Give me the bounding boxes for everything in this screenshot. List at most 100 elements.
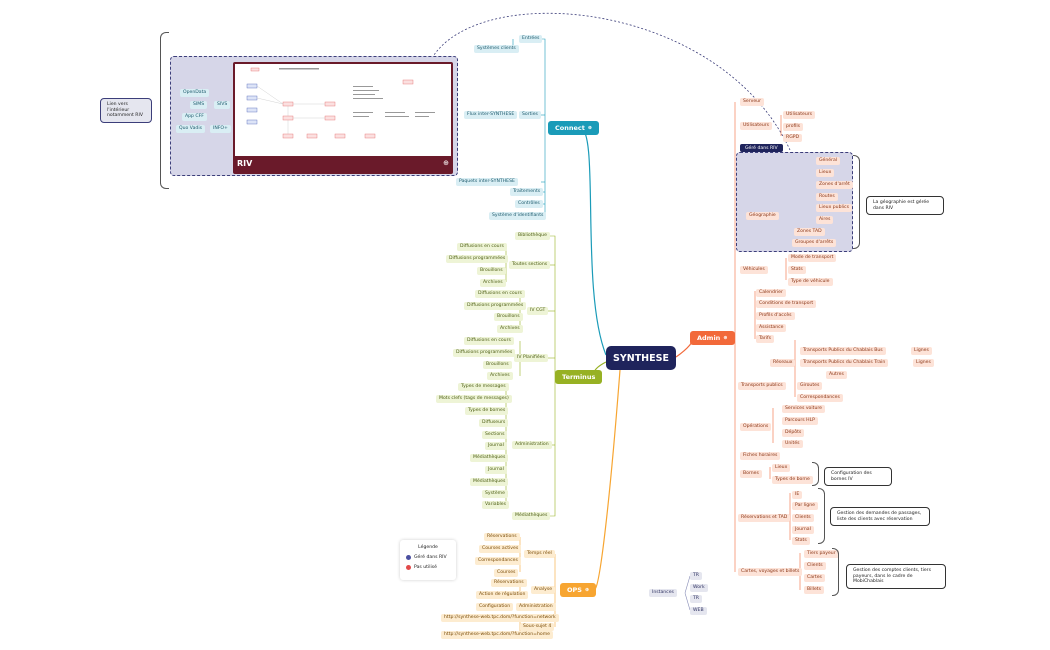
- node-t-6[interactable]: Diffusions en cours: [475, 290, 525, 298]
- node-a-11[interactable]: Aires: [816, 216, 834, 224]
- node-analyse[interactable]: Analyse: [531, 586, 556, 594]
- node-a-18[interactable]: Calendrier: [756, 289, 786, 297]
- node-i-2[interactable]: TR: [690, 595, 702, 603]
- node-o-7[interactable]: Action de régulation: [476, 591, 529, 599]
- node-o-8[interactable]: Configuration: [476, 603, 514, 611]
- node-t-25[interactable]: Médiathèques: [470, 478, 509, 486]
- node-t-14[interactable]: Brouillons: [483, 361, 512, 369]
- node-o-3[interactable]: Correspondances: [475, 557, 521, 565]
- node-reservations-tad[interactable]: Réservations et TAD: [738, 514, 791, 522]
- node-transports-publics[interactable]: Transports publics: [738, 382, 786, 390]
- node-sims[interactable]: SIMS: [190, 101, 208, 109]
- center-node[interactable]: SYNTHESE: [606, 346, 676, 370]
- node-a-35[interactable]: Dépôts: [782, 429, 805, 437]
- node-flux-inter-synthese[interactable]: Flux inter-SYNTHESE: [464, 111, 518, 119]
- node-a-12[interactable]: Zones TAD: [794, 228, 825, 236]
- node-a-28[interactable]: Autres: [826, 371, 847, 379]
- node-traitements[interactable]: Traitements: [510, 188, 544, 196]
- node-a-48[interactable]: Clients: [804, 562, 826, 570]
- branch-connect[interactable]: Connect⊕: [548, 121, 600, 135]
- node-bibliotheque[interactable]: Bibliothèque: [515, 232, 550, 240]
- node-cartes-voyages[interactable]: Cartes, voyages et billets: [738, 568, 803, 576]
- node-app-cff[interactable]: App CFF: [182, 113, 207, 121]
- node-t-18[interactable]: Types de bornes: [465, 407, 509, 415]
- node-bornes[interactable]: Bornes: [740, 470, 762, 478]
- node-t-20[interactable]: Sections: [482, 431, 508, 439]
- node-a-3[interactable]: profils: [783, 123, 804, 131]
- node-t-12[interactable]: Diffusions programmées: [453, 349, 516, 357]
- node-entrees[interactable]: Entrées: [519, 35, 543, 43]
- node-o-4[interactable]: Courses: [494, 569, 519, 577]
- node-a-19[interactable]: Conditions de transport: [756, 300, 817, 308]
- node-operations[interactable]: Opérations: [740, 423, 772, 431]
- branch-terminus[interactable]: Terminus: [555, 370, 603, 384]
- node-a-7[interactable]: Zones d'arrêt: [816, 181, 853, 189]
- node-a-40[interactable]: Types de borne: [772, 476, 813, 484]
- node-t-5[interactable]: Archives: [480, 279, 506, 287]
- node-sivs[interactable]: SIVS: [214, 101, 231, 109]
- node-t-21[interactable]: Journal: [485, 442, 507, 450]
- node-controles[interactable]: Contrôles: [515, 200, 543, 208]
- node-t-28[interactable]: Médiathèques: [512, 512, 551, 520]
- node-t-7[interactable]: Diffusions programmées: [464, 302, 527, 310]
- node-a-43[interactable]: Clients: [792, 514, 814, 522]
- branch-ops[interactable]: OPS⊕: [560, 583, 597, 597]
- node-o-12[interactable]: http://synthese-web.tpc.dom/?function=ho…: [441, 631, 553, 639]
- node-t-1[interactable]: Diffusions en cours: [457, 243, 507, 251]
- node-a-4[interactable]: RGPD: [783, 134, 803, 142]
- link-icon[interactable]: ⊕: [443, 159, 449, 167]
- node-vehicules[interactable]: Véhicules: [740, 266, 768, 274]
- node-o-2[interactable]: Courses actives: [479, 545, 522, 553]
- node-a-8[interactable]: Routes: [816, 193, 838, 201]
- node-administration-t[interactable]: Administration: [512, 441, 552, 449]
- node-a-5[interactable]: Général: [816, 157, 841, 165]
- node-a-47[interactable]: Tiers payeur: [804, 550, 839, 558]
- node-a-38[interactable]: Lieux: [772, 464, 791, 472]
- node-t-19[interactable]: Diffuseurs: [479, 419, 509, 427]
- node-administration-o[interactable]: Administration: [516, 603, 556, 611]
- node-a-27[interactable]: Lignes: [913, 359, 934, 367]
- branch-admin[interactable]: Admin⊕: [690, 331, 735, 345]
- node-a-2[interactable]: Utilisateurs: [783, 111, 816, 119]
- node-t-11[interactable]: Diffusions en cours: [464, 337, 514, 345]
- node-a-31[interactable]: Correspondances: [797, 394, 843, 402]
- node-a-22[interactable]: Tarifs: [756, 335, 775, 343]
- node-a-13[interactable]: Groupes d'arrêts: [792, 239, 837, 247]
- node-t-27[interactable]: Variables: [482, 501, 509, 509]
- node-a-15[interactable]: Mode de transport: [788, 254, 837, 262]
- node-a-30[interactable]: Giroutes: [797, 382, 823, 390]
- node-t-26[interactable]: Système: [482, 490, 508, 498]
- node-a-6[interactable]: Lieux: [816, 169, 835, 177]
- node-a-0[interactable]: Serveur: [740, 98, 764, 106]
- node-iv-cgt[interactable]: IV CGT: [527, 307, 549, 315]
- node-t-16[interactable]: Types de messages: [458, 383, 509, 391]
- node-t-17[interactable]: Mots clefs (tags de messages): [436, 395, 512, 403]
- node-a-23[interactable]: Transports Publics du Chablais Bus: [800, 347, 886, 355]
- node-i-3[interactable]: WEB: [690, 607, 707, 615]
- node-t-9[interactable]: Brouillons: [494, 313, 523, 321]
- node-a-42[interactable]: Par ligne: [792, 502, 818, 510]
- node-a-50[interactable]: Cartes: [804, 574, 825, 582]
- node-a-17[interactable]: Type de véhicule: [788, 278, 833, 286]
- node-t-2[interactable]: Diffusions programmées: [446, 255, 509, 263]
- node-i-0[interactable]: TR: [690, 572, 702, 580]
- node-temps-reel[interactable]: Temps réel: [524, 550, 555, 558]
- node-t-15[interactable]: Archives: [487, 372, 513, 380]
- node-a-1[interactable]: Utilisateurs: [740, 122, 773, 130]
- node-a-33[interactable]: Parcours HLP: [782, 417, 818, 425]
- node-instances[interactable]: Instances: [649, 589, 677, 597]
- node-quo-vadis[interactable]: Quo Vadis: [176, 125, 205, 133]
- node-a-51[interactable]: Billets: [804, 586, 825, 594]
- node-sorties[interactable]: Sorties: [519, 111, 541, 119]
- node-t-24[interactable]: Journal: [485, 466, 507, 474]
- node-info-plus[interactable]: INFO+: [210, 125, 231, 133]
- node-sous-sujet[interactable]: Sous-sujet 4: [520, 623, 555, 631]
- node-t-10[interactable]: Archives: [497, 325, 523, 333]
- node-a-46[interactable]: Stats: [792, 537, 810, 545]
- node-o-0[interactable]: Réservations: [484, 533, 520, 541]
- node-a-16[interactable]: Stats: [788, 266, 806, 274]
- node-t-23[interactable]: Médiathèques: [470, 454, 509, 462]
- node-opendata[interactable]: OpenData: [180, 89, 210, 97]
- node-systemes-clients[interactable]: Systèmes clients: [474, 45, 519, 53]
- node-a-21[interactable]: Assistance: [756, 324, 787, 332]
